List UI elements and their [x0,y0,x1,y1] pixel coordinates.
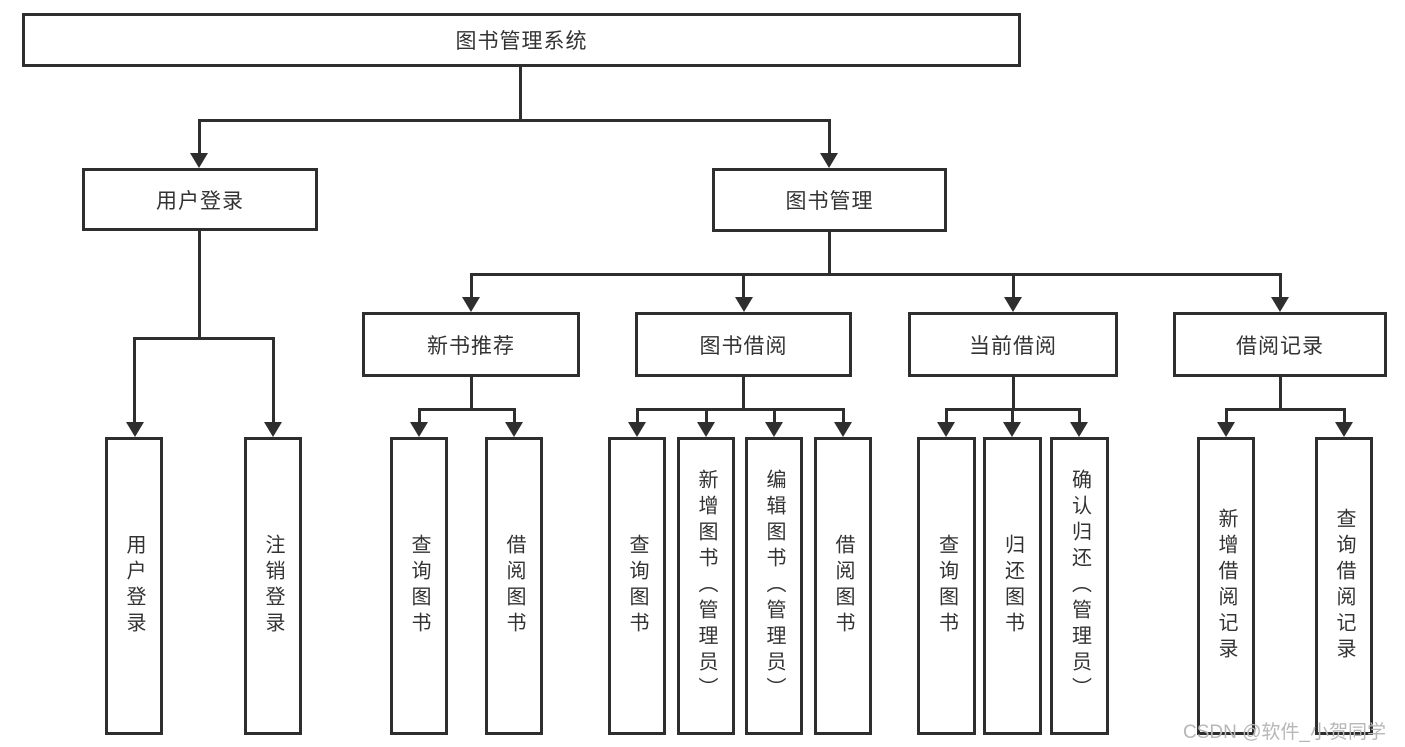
arrow-down-icon [735,297,753,312]
node-user-login: 用户登录 [82,168,318,231]
leaf-query-books-recommend: 查询图书 [390,437,448,735]
watermark-text: CSDN @软件_小贺同学 [1183,722,1386,743]
connector-to-user-login [198,119,201,155]
connector-section-bar [1225,408,1346,411]
node-book-borrowing: 图书借阅 [635,312,852,377]
connector-login-stem [198,231,201,337]
node-current-borrowing: 当前借阅 [908,312,1118,377]
connector-level3-bar [470,273,1282,276]
arrow-down-icon [937,422,955,437]
arrow-down-icon [1271,297,1289,312]
connector-to-book-management [828,119,831,155]
connector-to-leaf [513,408,516,424]
arrow-down-icon [1070,422,1088,437]
connector-mgmt-stem [828,232,831,273]
connector-to-leaf [1078,408,1081,424]
connector-section-bar [636,408,845,411]
leaf-confirm-return-admin: 确认归还（管理员） [1050,437,1109,735]
connector-to-leaf [418,408,421,424]
connector-to-leaf [1343,408,1346,424]
connector-to-leaf [1011,408,1014,424]
node-borrowing-records: 借阅记录 [1173,312,1387,377]
leaf-add-borrow-record: 新增借阅记录 [1197,437,1255,735]
connector-to-leaf [842,408,845,424]
connector-to-section [1279,273,1282,299]
arrow-down-icon [505,422,523,437]
arrow-down-icon [628,422,646,437]
connector-to-leaf [705,408,708,424]
connector-to-leaf [272,337,275,424]
node-library-system: 图书管理系统 [22,13,1021,67]
leaf-logout: 注销登录 [244,437,302,735]
leaf-borrow-books-borrowing: 借阅图书 [814,437,872,735]
node-new-book-recommendation: 新书推荐 [362,312,580,377]
connector-to-leaf [1225,408,1228,424]
arrow-down-icon [765,422,783,437]
connector-to-leaf [945,408,948,424]
arrow-down-icon [462,297,480,312]
arrow-down-icon [1217,422,1235,437]
arrow-down-icon [410,422,428,437]
arrow-down-icon [1003,422,1021,437]
connector-to-leaf [133,337,136,424]
connector-to-leaf [636,408,639,424]
arrow-down-icon [1335,422,1353,437]
connector-login-bar [133,337,275,340]
arrow-down-icon [190,153,208,168]
leaf-edit-book-admin: 编辑图书（管理员） [745,437,803,735]
leaf-borrow-books-recommend: 借阅图书 [485,437,543,735]
connector-to-section [470,273,473,299]
connector-root-stem [519,67,522,119]
connector-section-stem [742,377,745,408]
leaf-add-book-admin: 新增图书（管理员） [677,437,735,735]
arrow-down-icon [834,422,852,437]
arrow-down-icon [820,153,838,168]
arrow-down-icon [1004,297,1022,312]
connector-section-stem [470,377,473,408]
connector-section-stem [1279,377,1282,408]
arrow-down-icon [126,422,144,437]
connector-to-section [1012,273,1015,299]
connector-to-leaf [773,408,776,424]
connector-section-bar [418,408,516,411]
arrow-down-icon [264,422,282,437]
connector-level2-bar [198,119,831,122]
leaf-user-login: 用户登录 [105,437,163,735]
leaf-query-books-borrowing: 查询图书 [608,437,666,735]
connector-to-section [742,273,745,299]
arrow-down-icon [697,422,715,437]
leaf-query-books-current: 查询图书 [917,437,976,735]
node-book-management: 图书管理 [712,168,947,232]
leaf-return-book: 归还图书 [983,437,1042,735]
leaf-query-borrow-record: 查询借阅记录 [1315,437,1373,735]
connector-section-stem [1012,377,1015,408]
